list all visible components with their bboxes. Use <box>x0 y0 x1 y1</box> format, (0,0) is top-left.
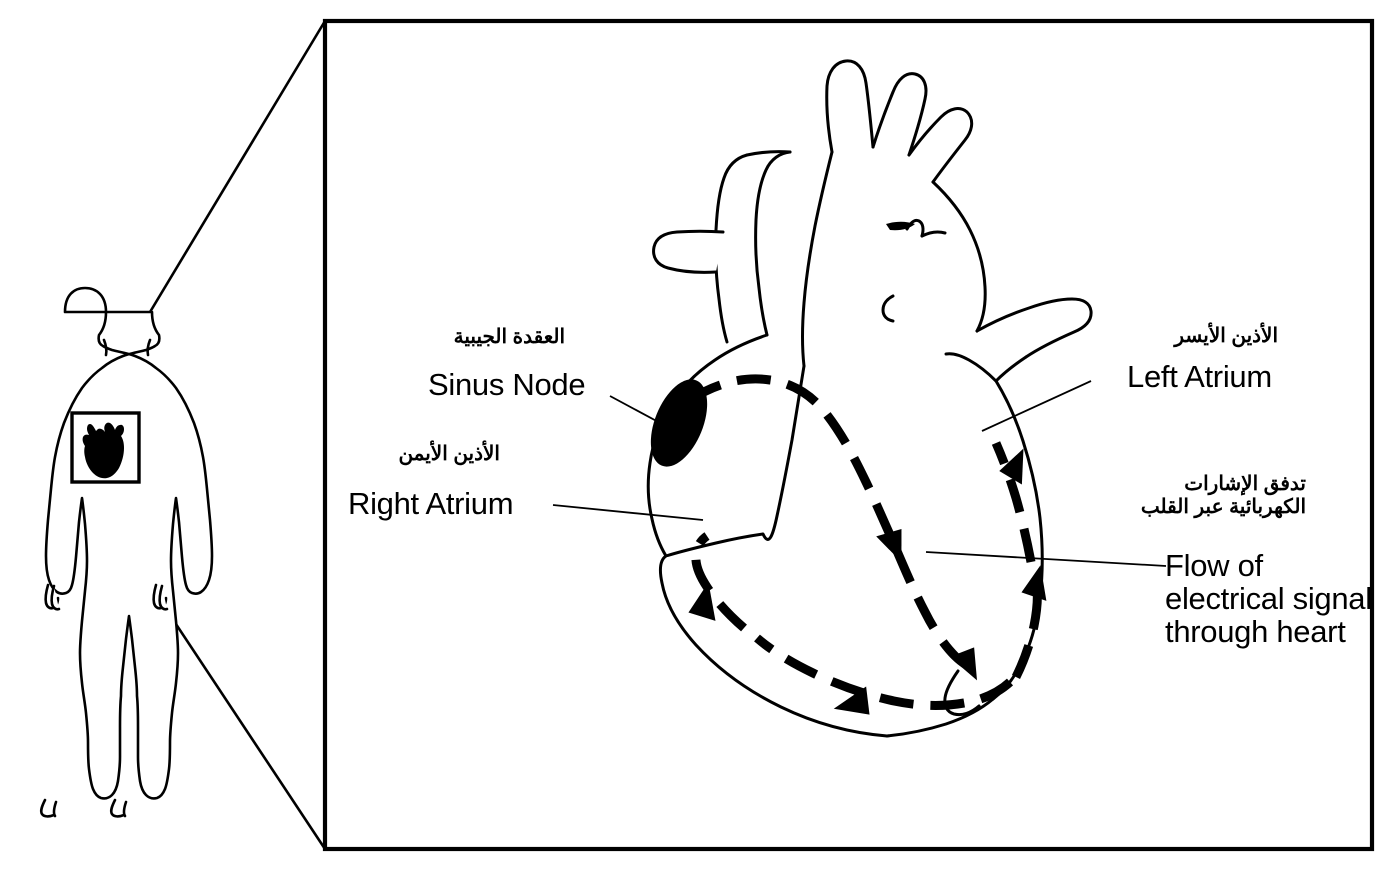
leader-sinus-node <box>609 395 678 433</box>
arrowhead-bottom-leftward <box>833 686 870 715</box>
label-flow-signal-arabic-line1: تدفق الإشارات <box>1184 473 1306 495</box>
conduction-arrowheads <box>688 448 1047 715</box>
path-apex-bottom <box>754 634 1014 710</box>
label-sinus-node-arabic: العقدة الجيبية <box>453 326 565 348</box>
magnifier-zoom-lines <box>127 20 327 850</box>
label-flow-signal-english: Flow of electrical signal through heart <box>1165 548 1372 649</box>
arrowhead-left-wall-up <box>688 582 716 621</box>
human-body-silhouette <box>39 286 214 818</box>
solid-heart-glyph <box>82 422 124 479</box>
label-left-atrium-en-wrap: Left Atrium <box>1127 359 1272 395</box>
leader-left-atrium <box>981 380 1092 432</box>
label-flow-signal-en-wrap: Flow of electrical signal through heart <box>1165 548 1380 649</box>
arrowhead-septum-lower <box>949 647 977 681</box>
label-right-atrium: الأذين الأيمن <box>300 443 500 466</box>
label-sinus-node-english: Sinus Node <box>428 367 586 402</box>
label-sinus-node: العقدة الجيبية <box>380 326 565 349</box>
heart-inset-box <box>70 411 141 484</box>
path-left-wall-ascend <box>691 532 747 632</box>
label-sinus-node-en-wrap: Sinus Node <box>428 367 586 403</box>
heart-great-vessels <box>652 59 1093 383</box>
label-leader-lines <box>552 380 1167 567</box>
label-flow-signal-arabic-wrap: تدفق الإشارات الكهربائية عبر القلب <box>1106 473 1306 519</box>
label-right-atrium-arabic: الأذين الأيمن <box>398 443 500 465</box>
label-flow-signal-arabic-line2: الكهربائية عبر القلب <box>1140 496 1306 518</box>
arrowhead-right-wall-lower-up <box>1021 565 1047 601</box>
label-right-atrium-en-wrap: Right Atrium <box>348 486 514 522</box>
label-left-atrium-arabic: الأذين الأيسر <box>1174 325 1278 347</box>
path-right-wall-upper <box>991 441 1036 563</box>
arrowhead-right-wall-upper-up <box>999 448 1024 485</box>
arrowhead-septum-upper <box>876 529 902 563</box>
label-right-atrium-english: Right Atrium <box>348 486 514 521</box>
label-left-atrium: الأذين الأيسر <box>1090 325 1278 348</box>
leader-right-atrium <box>552 504 704 521</box>
path-sinus-to-septum <box>687 374 902 553</box>
label-left-atrium-english: Left Atrium <box>1127 359 1272 394</box>
leader-flow-signal <box>925 551 1167 567</box>
